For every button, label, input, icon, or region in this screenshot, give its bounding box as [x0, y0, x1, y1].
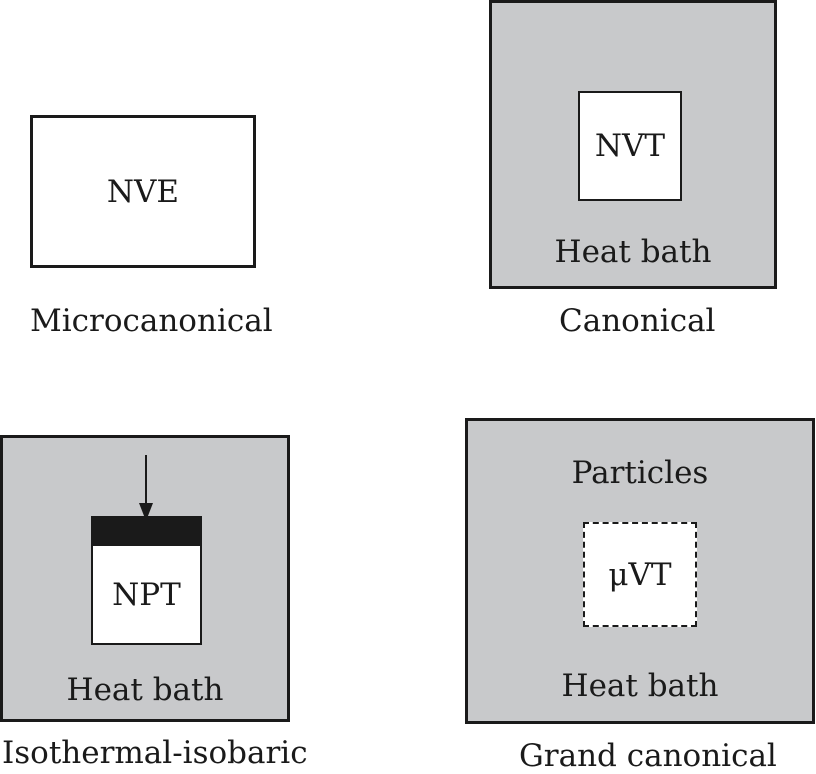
particles-label: Particles: [571, 455, 709, 491]
nve-label: NVE: [106, 174, 180, 210]
canonical-heat-bath: NVT Heat bath: [489, 0, 777, 289]
isobaric-heat-bath: NPT Heat bath: [0, 435, 290, 722]
isobaric-heat-bath-label: Heat bath: [66, 672, 224, 708]
muvt-system-box: μVT: [583, 522, 697, 627]
isothermal-isobaric-caption: Isothermal-isobaric: [2, 735, 308, 771]
nvt-label: NVT: [594, 128, 666, 164]
pressure-arrow-icon: [139, 455, 153, 521]
grand-canonical-caption: Grand canonical: [519, 738, 777, 774]
grand-canonical-heat-bath: Particles μVT Heat bath: [465, 418, 815, 724]
canonical-caption: Canonical: [559, 303, 716, 339]
microcanonical-caption: Microcanonical: [30, 303, 273, 339]
nvt-system-box: NVT: [578, 91, 682, 201]
piston: [91, 516, 202, 546]
muvt-label: μVT: [608, 556, 672, 593]
canonical-heat-bath-label: Heat bath: [554, 234, 712, 270]
npt-system-box: NPT: [91, 544, 202, 645]
nve-system-box: NVE: [30, 115, 256, 268]
grand-canonical-heat-bath-label: Heat bath: [561, 668, 719, 704]
npt-label: NPT: [112, 576, 181, 613]
